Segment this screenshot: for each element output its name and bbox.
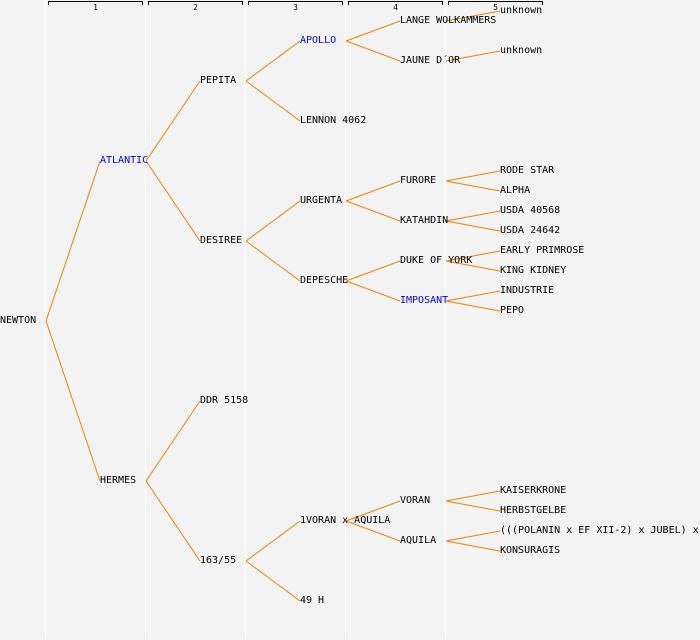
pedigree-link [445,300,501,312]
generation-number: 5 [493,3,498,12]
pedigree-link [445,10,501,22]
generation-header-2: 2 [148,1,243,12]
pedigree-node[interactable]: KAISERKRONE [500,485,567,496]
generation-header-4: 4 [348,1,443,12]
pedigree-link [445,500,501,512]
pedigree-link [445,180,501,192]
pedigree-link [445,540,501,552]
pedigree-node[interactable]: 1VORAN x AQUILA [300,515,391,526]
pedigree-node[interactable]: KING KIDNEY [500,265,567,276]
pedigree-node[interactable]: ATLANTIC [100,155,149,166]
pedigree-node[interactable]: unknown [500,5,543,16]
pedigree-node[interactable]: AQUILA [400,535,437,546]
pedigree-link [145,480,201,562]
pedigree-link [445,250,501,262]
pedigree-link [345,280,401,302]
column-divider [45,0,46,638]
pedigree-node[interactable]: JAUNE D´OR [400,55,461,66]
pedigree-link [45,160,101,322]
generation-number: 1 [93,3,98,12]
pedigree-node[interactable]: FURORE [400,175,437,186]
pedigree-node[interactable]: NEWTON [0,315,37,326]
column-divider [245,0,246,638]
column-divider [445,0,446,638]
pedigree-node[interactable]: KONSURAGIS [500,545,561,556]
column-divider [345,0,346,638]
pedigree-node[interactable]: 49 H [300,595,325,606]
pedigree-node[interactable]: INDUSTRIE [500,285,555,296]
generation-header-1: 1 [48,1,143,12]
pedigree-node[interactable]: USDA 24642 [500,225,561,236]
pedigree-link [245,560,301,602]
pedigree-node[interactable]: URGENTA [300,195,343,206]
pedigree-node[interactable]: APOLLO [300,35,337,46]
pedigree-node[interactable]: EARLY PRIMROSE [500,245,585,256]
pedigree-node[interactable]: ALPHA [500,185,531,196]
pedigree-link [345,260,401,282]
pedigree-node[interactable]: (((POLANIN x EF XII-2) x JUBEL) x [500,525,699,536]
pedigree-link [145,400,201,482]
pedigree-link [145,160,201,242]
pedigree-node[interactable]: unknown [500,45,543,56]
generation-header-3: 3 [248,1,343,12]
pedigree-node[interactable]: LANGE WOLKAMMERS [400,15,497,26]
pedigree-node[interactable]: LENNON 4062 [300,115,367,126]
pedigree-link [245,520,301,562]
pedigree-link [445,220,501,232]
pedigree-link [445,210,501,222]
pedigree-link [345,40,401,62]
pedigree-node[interactable]: PEPITA [200,75,237,86]
pedigree-link [445,170,501,182]
pedigree-node[interactable]: USDA 40568 [500,205,561,216]
generation-number: 2 [193,3,198,12]
pedigree-link [445,530,501,542]
pedigree-node[interactable]: KATAHDIN [400,215,449,226]
pedigree-node[interactable]: HERMES [100,475,137,486]
pedigree-link [145,80,201,162]
generation-header-5: 5 [448,1,543,12]
pedigree-link [345,180,401,202]
pedigree-link [445,260,501,272]
pedigree-node[interactable]: PEPO [500,305,525,316]
pedigree-link [445,490,501,502]
pedigree-link [345,20,401,42]
pedigree-link [245,80,301,122]
pedigree-node[interactable]: IMPOSANT [400,295,449,306]
pedigree-link [45,320,101,482]
pedigree-link [345,500,401,522]
pedigree-node[interactable]: DESIREE [200,235,243,246]
pedigree-link [445,290,501,302]
column-divider [145,0,146,638]
pedigree-link [345,200,401,222]
generation-number: 4 [393,3,398,12]
pedigree-link [245,240,301,282]
pedigree-link [345,520,401,542]
pedigree-link [445,50,501,62]
pedigree-node[interactable]: HERBSTGELBE [500,505,567,516]
pedigree-node[interactable]: 163/55 [200,555,237,566]
pedigree-node[interactable]: VORAN [400,495,431,506]
pedigree-link [245,40,301,82]
pedigree-link [245,200,301,242]
generation-number: 3 [293,3,298,12]
pedigree-node[interactable]: RODE STAR [500,165,555,176]
pedigree-node[interactable]: DDR 5158 [200,395,249,406]
pedigree-node[interactable]: DUKE OF YORK [400,255,473,266]
pedigree-node[interactable]: DEPESCHE [300,275,349,286]
